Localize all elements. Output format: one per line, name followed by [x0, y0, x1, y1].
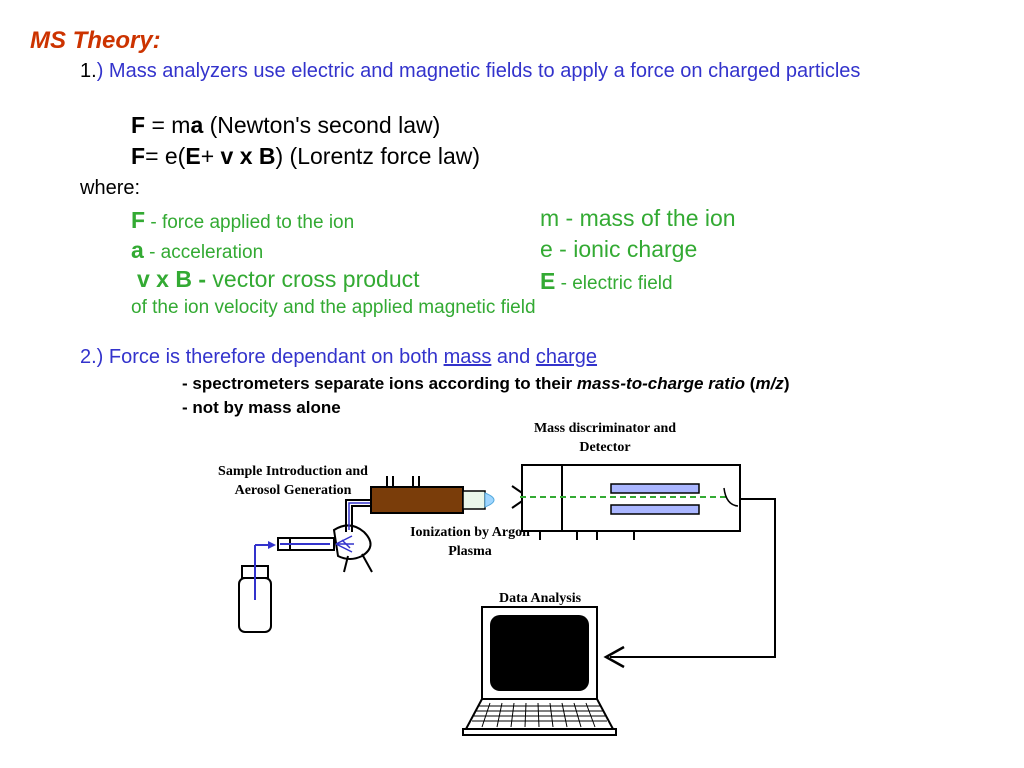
def-acceleration: a - acceleration: [131, 237, 263, 264]
plasma-torch: [370, 476, 495, 514]
point-2-and: and: [491, 346, 536, 368]
def-charge: e - ionic charge: [540, 236, 698, 262]
point-1: 1.) Mass analyzers use electric and magn…: [80, 60, 860, 83]
lorentz-equation: F= e(E+ v x B) (Lorentz force law): [131, 143, 480, 170]
newton-a: a: [190, 112, 204, 138]
sub1-e: ): [783, 374, 790, 393]
sub1-a: - spectrometers separate ions according …: [182, 374, 577, 393]
signal-cable: [610, 498, 776, 658]
sub1-b: mass-to-charge ratio: [576, 374, 746, 393]
spray-chamber: [332, 499, 373, 573]
newton-F: F: [131, 112, 146, 138]
lorentz-mid: = e(: [145, 143, 186, 169]
def-force: F - force applied to the ion: [131, 207, 354, 234]
lorentz-E: E: [185, 143, 201, 169]
def-acceleration-text: - acceleration: [143, 242, 264, 263]
def-acceleration-symbol: a: [131, 237, 144, 263]
newton-equation: F = ma (Newton's second law): [131, 112, 440, 139]
def-force-text: - force applied to the ion: [145, 212, 355, 233]
point-2-mass: mass: [443, 346, 492, 368]
ionization-label: Ionization by Argon Plasma: [410, 525, 530, 559]
def-electric-field-text: - electric field: [555, 273, 673, 294]
def-mass: m - mass of the ion: [540, 205, 736, 231]
sub1-c: (: [745, 374, 756, 393]
lorentz-plus: +: [200, 143, 221, 169]
def-cross-product-cont: of the ion velocity and the applied magn…: [131, 297, 536, 318]
where-label: where:: [80, 177, 141, 199]
sample-vial: [238, 541, 276, 633]
newton-mid: = m: [145, 112, 191, 138]
point-2: 2.) Force is therefore dependant on both…: [80, 346, 597, 369]
sample-introduction-label: Sample Introduction and Aerosol Generati…: [218, 464, 368, 498]
lorentz-rest: ) (Lorentz force law): [275, 143, 481, 169]
def-electric-field: E - electric field: [540, 268, 673, 295]
nebulizer: [277, 537, 335, 551]
newton-rest: (Newton's second law): [203, 112, 441, 138]
lorentz-vxB: v x B: [220, 143, 276, 169]
point-2-text: 2.) Force is therefore dependant on both: [80, 346, 444, 368]
def-cross-product: v x B - vector cross product: [137, 266, 420, 293]
sub1-d: m/z: [755, 374, 784, 393]
point-2-sub-2: - not by mass alone: [182, 398, 341, 417]
point-1-number: 1.: [80, 60, 97, 82]
lorentz-F: F: [131, 143, 146, 169]
mass-discriminator-label: Mass discriminator and Detector: [533, 421, 677, 455]
point-1-text: ) Mass analyzers use electric and magnet…: [96, 60, 861, 82]
point-2-sub-1: - spectrometers separate ions according …: [182, 374, 789, 394]
data-analysis-label: Data Analysis: [498, 591, 582, 606]
point-2-charge: charge: [535, 346, 598, 368]
computer-icon: [462, 606, 617, 736]
vacuum-chamber: [520, 464, 741, 540]
def-cross-product-text: vector cross product: [206, 266, 420, 292]
signal-arrow: [603, 645, 625, 669]
def-cross-product-symbol: v x B -: [137, 266, 207, 292]
def-force-symbol: F: [131, 207, 146, 233]
def-electric-field-symbol: E: [540, 268, 556, 294]
slide-title: MS Theory:: [30, 27, 161, 54]
